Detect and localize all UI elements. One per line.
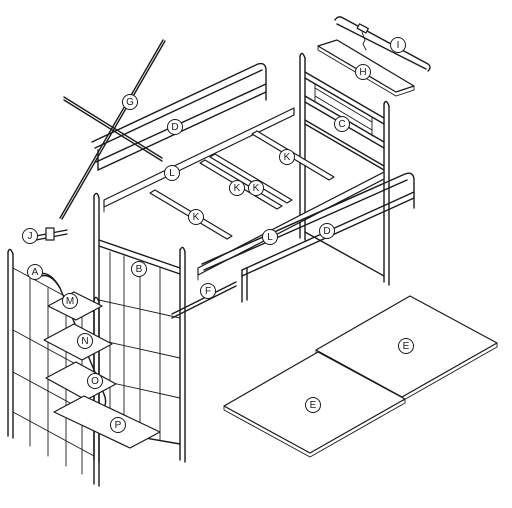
label-letter: B (136, 264, 143, 275)
label-circle (248, 180, 264, 196)
side-rail-bracket (171, 281, 237, 319)
label-part-b: B (131, 261, 147, 277)
label-circle (77, 333, 93, 349)
label-part-k1: K (188, 209, 204, 225)
label-letter: K (193, 212, 200, 223)
label-letter: F (205, 286, 211, 297)
label-letter: D (323, 226, 330, 237)
label-letter: I (397, 40, 400, 51)
label-letter: K (284, 152, 291, 163)
label-circle (22, 228, 38, 244)
label-letter: L (169, 168, 175, 179)
label-part-k4: K (279, 149, 295, 165)
label-part-g: G (122, 94, 138, 110)
cross-brace (59, 39, 166, 220)
ladder-steps (43, 291, 161, 449)
label-part-o: O (87, 373, 103, 389)
label-part-l1: L (164, 165, 180, 181)
label-letter: K (253, 183, 260, 194)
label-circle (62, 293, 78, 309)
label-letter: H (359, 67, 366, 78)
label-part-d2: D (319, 223, 335, 239)
label-circle (122, 94, 138, 110)
label-part-e2: E (398, 338, 414, 354)
bolt-fitting (35, 227, 68, 241)
label-letter: C (338, 119, 345, 130)
label-part-n: N (77, 333, 93, 349)
label-circle (131, 261, 147, 277)
label-letter: G (126, 97, 134, 108)
label-letter: K (234, 183, 241, 194)
step-o (45, 361, 117, 401)
lamp-bar (334, 16, 431, 72)
label-letter: O (91, 376, 99, 387)
label-part-c: C (334, 116, 350, 132)
slat-3 (209, 153, 293, 204)
label-circle (188, 209, 204, 225)
label-letter: E (310, 400, 317, 411)
label-part-k3: K (248, 180, 264, 196)
step-p (53, 395, 161, 449)
label-circle (398, 338, 414, 354)
label-letter: E (403, 341, 410, 352)
label-letter: J (28, 231, 33, 242)
label-circle (355, 64, 371, 80)
label-letter: A (32, 267, 39, 278)
label-circle (164, 165, 180, 181)
rear-end-frame (299, 52, 390, 286)
label-circle (229, 180, 245, 196)
label-circle (200, 283, 216, 299)
label-part-j: J (22, 228, 38, 244)
label-part-m: M (62, 293, 78, 309)
label-circle (390, 37, 406, 53)
label-letter: M (66, 296, 74, 307)
label-part-p: P (110, 417, 126, 433)
label-part-i: I (390, 37, 406, 53)
label-circle (334, 116, 350, 132)
label-circle (87, 373, 103, 389)
label-circle (167, 119, 183, 135)
label-letter: L (267, 232, 273, 243)
side-rail-front (197, 171, 385, 281)
label-circle (110, 417, 126, 433)
label-letter: P (115, 420, 122, 431)
label-letter: N (81, 336, 88, 347)
label-circle (319, 223, 335, 239)
label-part-d1: D (167, 119, 183, 135)
label-letter: D (171, 122, 178, 133)
label-part-k2: K (229, 180, 245, 196)
label-part-l2: L (262, 229, 278, 245)
label-circle (262, 229, 278, 245)
ladder-end-frame (7, 248, 107, 487)
label-circle (279, 149, 295, 165)
label-part-a: A (27, 264, 43, 280)
side-rail-rear (103, 107, 295, 213)
label-circle (27, 264, 43, 280)
label-part-f: F (200, 283, 216, 299)
label-part-h: H (355, 64, 371, 80)
label-circle (305, 397, 321, 413)
part-labels: A B C D D E E F G H I J K K K K L L M N O P (22, 37, 414, 433)
label-part-e1: E (305, 397, 321, 413)
